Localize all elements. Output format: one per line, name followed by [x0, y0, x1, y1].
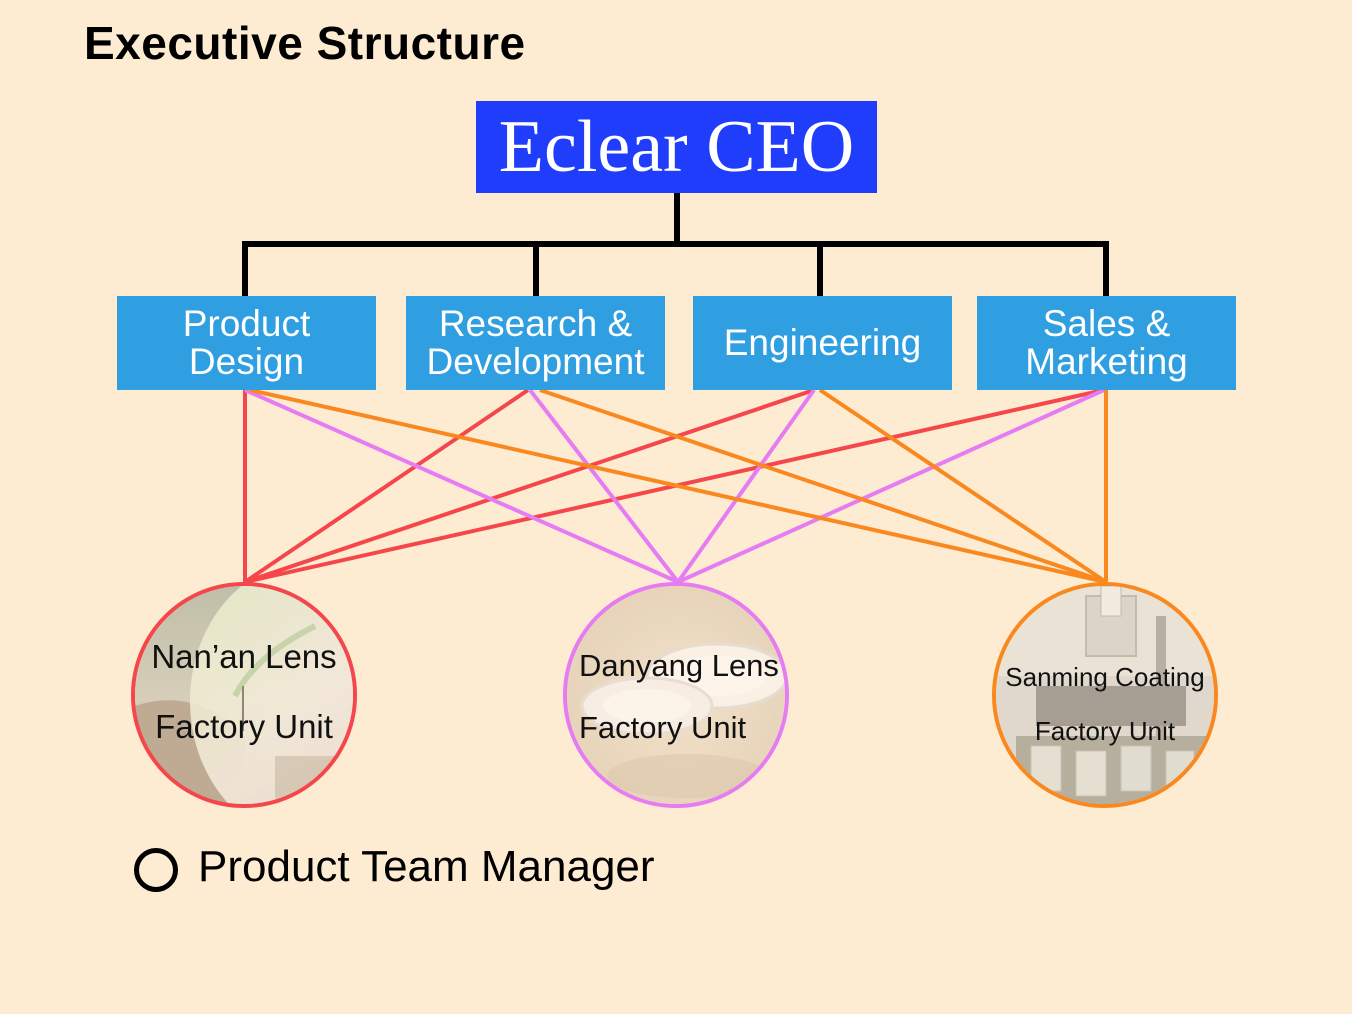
link-engineering-danyang	[676, 388, 816, 584]
lab-photo-sanming	[996, 586, 1214, 804]
link-engineering-nanan	[244, 388, 815, 584]
lens-photo-danyang	[567, 586, 785, 804]
legend-label: Product Team Manager	[198, 842, 655, 891]
legend-circle-icon	[134, 848, 178, 892]
lens-photo-nanan	[135, 586, 353, 804]
link-engineering-sanming	[818, 388, 1108, 584]
department-sales-marketing: Sales & Marketing	[977, 296, 1236, 390]
factory-sanming-name: Sanming Coating	[1005, 662, 1205, 692]
link-design-sanming	[249, 388, 1107, 584]
link-design-danyang	[244, 388, 679, 584]
link-research-sanming	[539, 388, 1107, 584]
factory-danyang-name: Danyang Lens	[579, 648, 779, 683]
ceo-box: Eclear CEO	[476, 101, 877, 193]
factory-danyang: Danyang Lens Factory Unit	[563, 582, 789, 808]
factory-links	[243, 388, 1108, 584]
factory-sanming: Sanming Coating Factory Unit	[992, 582, 1218, 808]
page-title: Executive Structure	[84, 17, 526, 69]
link-sales-danyang	[677, 388, 1105, 584]
link-research-nanan	[243, 388, 530, 584]
link-research-danyang	[528, 388, 680, 584]
factory-danyang-unit: Factory Unit	[579, 710, 747, 745]
department-research-development: Research & Development	[406, 296, 665, 390]
factory-nanan: Nan’an Lens Factory Unit	[131, 582, 357, 808]
factory-nanan-name: Nan’an Lens	[151, 638, 337, 675]
department-product-design: Product Design	[117, 296, 376, 390]
photo-veil	[996, 586, 1214, 804]
factory-nanan-unit: Factory Unit	[155, 708, 333, 745]
department-engineering: Engineering	[693, 296, 952, 390]
photo-veil	[135, 586, 353, 804]
factory-sanming-unit: Factory Unit	[1034, 716, 1176, 746]
photo-veil	[567, 586, 785, 804]
hierarchy-tree	[242, 193, 1109, 296]
